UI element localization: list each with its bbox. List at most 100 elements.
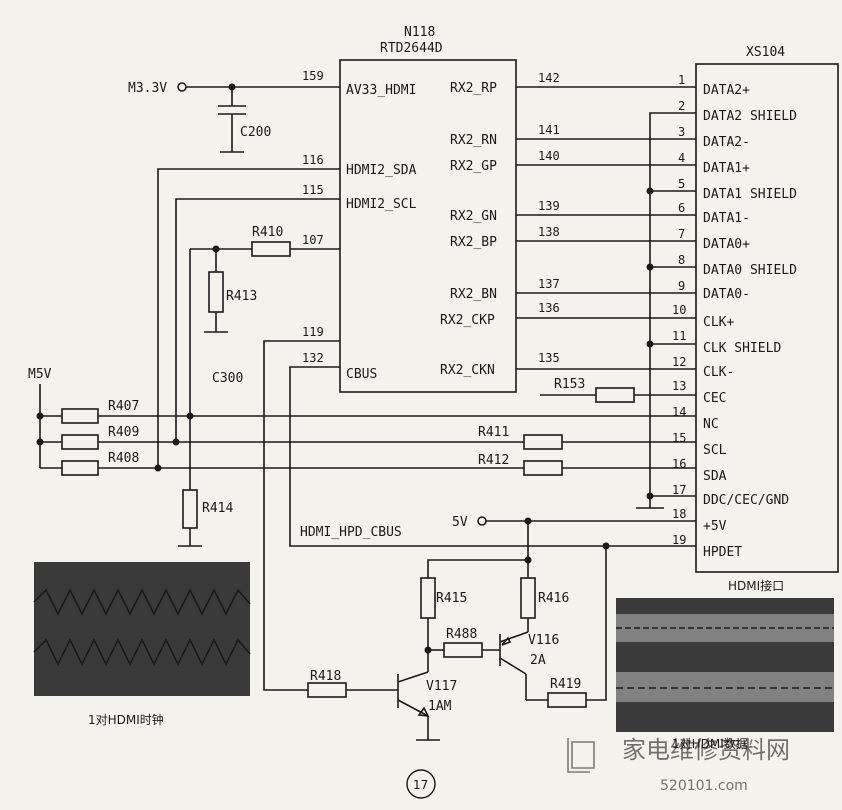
label-r419: R419 [550, 677, 581, 692]
conn-pin-name: DATA0+ [703, 237, 750, 252]
conn-pin-num: 17 [672, 483, 686, 497]
resistor-r419 [547, 692, 587, 708]
ic-pin-num-107: 107 [302, 233, 324, 247]
conn-pin-name: CLK+ [703, 315, 734, 330]
conn-pin-name: DATA1+ [703, 161, 750, 176]
conn-pin-name: CEC [703, 391, 726, 406]
label-r413: R413 [226, 289, 257, 304]
conn-pin-name: DATA1- [703, 211, 750, 226]
ic-pin-name-140: RX2_GP [450, 159, 497, 174]
ic-pin-num-142: 142 [538, 71, 560, 85]
conn-pin-name: SCL [703, 443, 727, 458]
label-v116-type: 2A [530, 653, 546, 668]
ic-pin-num-136: 136 [538, 301, 560, 315]
conn-pin-num: 14 [672, 405, 686, 419]
net-5v: 5V [452, 515, 468, 530]
ic-pin-name-159: AV33_HDMI [346, 83, 416, 98]
resistor-r411 [523, 434, 563, 450]
conn-pin-num: 18 [672, 507, 686, 521]
scope-data [616, 598, 834, 732]
watermark-text: 家电维修资料网 [622, 736, 790, 764]
label-r153: R153 [554, 377, 585, 392]
resistor-r153 [595, 387, 635, 403]
conn-pin-num: 2 [678, 99, 685, 113]
wire-hpd [289, 366, 696, 547]
label-r488: R488 [446, 627, 477, 642]
ic-pin-name-139: RX2_GN [450, 209, 497, 224]
junction [172, 438, 180, 446]
ic-pin-num-139: 139 [538, 199, 560, 213]
conn-pin-name: CLK- [703, 365, 734, 380]
label-r410: R410 [252, 225, 283, 240]
conn-pin-num: 1 [678, 73, 685, 87]
terminal-5v [477, 516, 487, 526]
connector-pins: 1 DATA2+ 2 DATA2 SHIELD 3 DATA2- 4 DATA1… [672, 73, 797, 560]
ic-pin-num-138: 138 [538, 225, 560, 239]
conn-pin-name: HPDET [703, 545, 742, 560]
label-c300: C300 [212, 371, 243, 386]
conn-pin-name: +5V [703, 519, 727, 534]
label-r409: R409 [108, 425, 139, 440]
resistor-r414 [182, 489, 198, 529]
figure-number-circle [406, 769, 436, 799]
conn-pin-name: DATA2+ [703, 83, 750, 98]
conn-pin-name: DATA2- [703, 135, 750, 150]
ic-pin-num-140: 140 [538, 149, 560, 163]
junction [646, 263, 654, 271]
terminal-m33v [177, 82, 187, 92]
resistor-r412 [523, 460, 563, 476]
ic-pin-name-136: RX2_CKP [440, 313, 495, 328]
ic-pin-name-138: RX2_BP [450, 235, 497, 250]
resistor-r409 [61, 434, 99, 450]
connector-ref: XS104 [746, 45, 785, 60]
conn-pin-num: 19 [672, 533, 686, 547]
ic-pin-num-119: 119 [302, 325, 324, 339]
ic-pin-num-135: 135 [538, 351, 560, 365]
net-m5v: M5V [28, 367, 52, 382]
wire-r419-hpd [586, 546, 607, 701]
label-r408: R408 [108, 451, 139, 466]
conn-pin-num: 4 [678, 151, 685, 165]
label-r416: R416 [538, 591, 569, 606]
resistor-r416 [520, 577, 536, 619]
figure-number: 17 [413, 778, 428, 792]
wire-119 [263, 340, 340, 691]
caption-clock: 1对HDMI时钟 [88, 712, 164, 727]
conn-pin-name: SDA [703, 469, 727, 484]
ic-pin-num-159: 159 [302, 69, 324, 83]
net-hpd: HDMI_HPD_CBUS [300, 525, 402, 540]
junction [186, 412, 194, 420]
scope-clock [33, 562, 251, 696]
ic-pin-name-115: HDMI2_SCL [346, 197, 417, 212]
net-m33v: M3.3V [128, 81, 167, 96]
conn-pin-num: 9 [678, 279, 685, 293]
conn-pin-name: DATA1 SHIELD [703, 187, 797, 202]
ic-pin-name-132: CBUS [346, 367, 377, 382]
ic-pin-name-142: RX2_RP [450, 81, 497, 96]
shield-bus [649, 112, 696, 497]
junction [154, 464, 162, 472]
ic-pin-name-116: HDMI2_SDA [346, 163, 417, 178]
conn-pin-num: 5 [678, 177, 685, 191]
conn-pin-num: 12 [672, 355, 686, 369]
resistor-r488 [443, 642, 483, 658]
label-r418: R418 [310, 669, 341, 684]
conn-pin-num: 8 [678, 253, 685, 267]
conn-pin-num: 3 [678, 125, 685, 139]
transistor-v117 [397, 671, 440, 741]
ic-part: RTD2644D [380, 41, 443, 56]
transistor-v116 [499, 631, 529, 700]
wire-scl [175, 198, 340, 444]
conn-pin-name: DATA2 SHIELD [703, 109, 797, 124]
ic-pin-num-116: 116 [302, 153, 324, 167]
conn-pin-num: 15 [672, 431, 686, 445]
conn-pin-num: 6 [678, 201, 685, 215]
ic-ref: N118 [404, 25, 435, 40]
resistor-r415 [420, 577, 436, 619]
ic-pin-num-141: 141 [538, 123, 560, 137]
label-v116: V116 [528, 633, 559, 648]
ic-pin-num-137: 137 [538, 277, 560, 291]
resistor-r410 [251, 241, 291, 257]
label-v117: V117 [426, 679, 457, 694]
